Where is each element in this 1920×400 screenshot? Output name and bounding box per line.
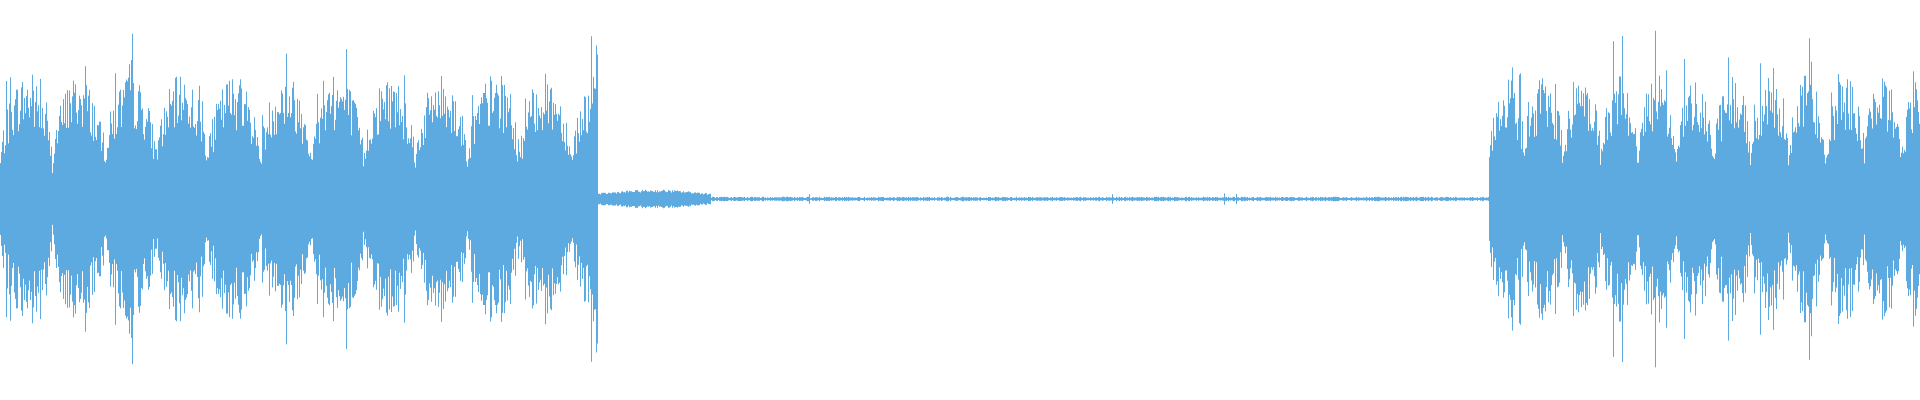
waveform-peaks-path [0,30,1920,368]
waveform-peaks [0,30,1920,368]
